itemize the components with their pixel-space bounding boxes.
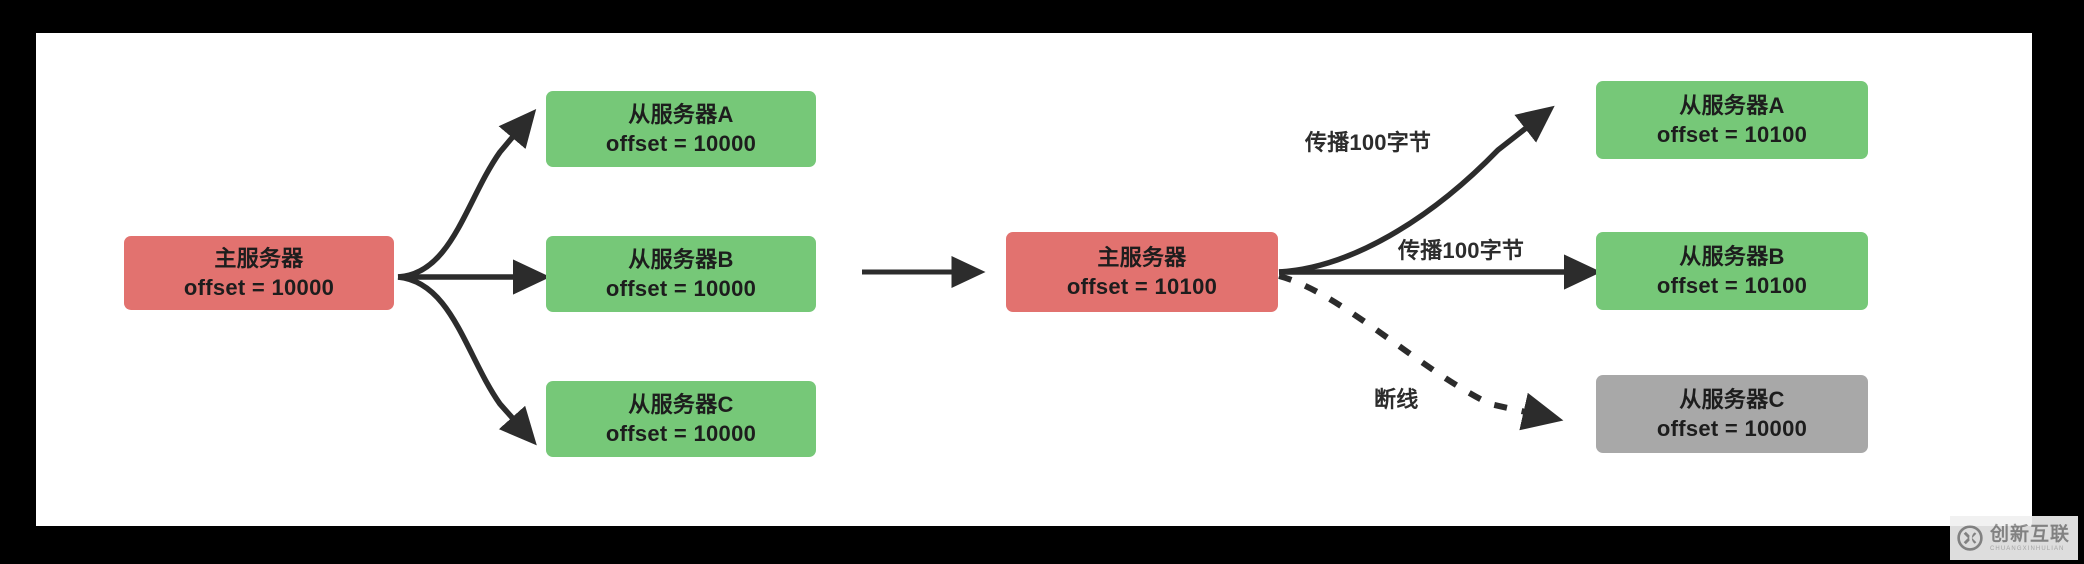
node-right-replica-a[interactable]: 从服务器A offset = 10100 [1596,81,1868,159]
node-title: 从服务器C [1679,386,1785,412]
node-title: 从服务器B [628,246,734,272]
node-right-replica-c-stale[interactable]: 从服务器C offset = 10000 [1596,375,1868,453]
node-offset: offset = 10100 [1656,121,1808,147]
node-left-replica-a[interactable]: 从服务器A offset = 10000 [546,91,816,167]
node-offset: offset = 10000 [183,274,335,300]
node-right-replica-b[interactable]: 从服务器B offset = 10100 [1596,232,1868,310]
watermark: 创新互联 CHUANGXINHULIAN [1949,516,2078,560]
edge-label-disconnected: 断线 [1374,387,1419,412]
node-title: 主服务器 [1097,244,1187,270]
node-right-master[interactable]: 主服务器 offset = 10100 [1006,232,1278,312]
node-offset: offset = 10000 [605,130,757,156]
node-title: 主服务器 [214,245,304,271]
node-title: 从服务器A [628,101,734,127]
watermark-pinyin: CHUANGXINHULIAN [1989,545,2065,552]
node-offset: offset = 10100 [1656,272,1808,298]
edge-label-propagate-a: 传播100字节 [1305,130,1432,155]
node-left-replica-b[interactable]: 从服务器B offset = 10000 [546,236,816,312]
node-title: 从服务器B [1679,243,1785,269]
node-offset: offset = 10000 [605,420,757,446]
watermark-name: 创新互联 [1989,523,2070,545]
node-left-master[interactable]: 主服务器 offset = 10000 [124,236,394,310]
edge-label-propagate-b: 传播100字节 [1398,238,1525,263]
node-offset: offset = 10000 [1656,415,1808,441]
circle-x-logo-icon [1957,525,1983,551]
node-left-replica-c[interactable]: 从服务器C offset = 10000 [546,381,816,457]
node-offset: offset = 10100 [1066,273,1218,299]
node-title: 从服务器C [628,391,734,417]
node-title: 从服务器A [1679,92,1785,118]
node-offset: offset = 10000 [605,275,757,301]
